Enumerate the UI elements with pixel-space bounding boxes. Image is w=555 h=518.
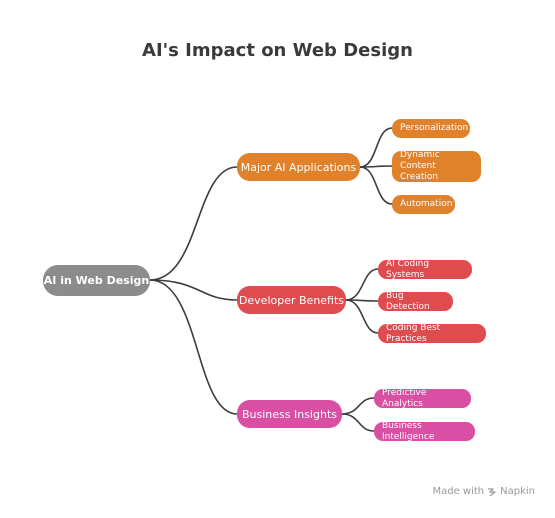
branch-business-insights: Business Insights (237, 400, 342, 428)
leaf-dynamic-content-creation: Dynamic Content Creation (392, 150, 481, 182)
link-business-predictive (341, 397, 375, 415)
link-root-applications (149, 166, 238, 281)
footer-brand: Napkin (500, 486, 535, 497)
leaf-coding-best-practices: Coding Best Practices (378, 323, 486, 344)
link-applications-personalization (359, 127, 393, 168)
link-root-developer (149, 279, 238, 301)
leaf-bug-detection: Bug Detection (378, 291, 453, 312)
link-developer-coding-systems (345, 268, 379, 301)
branch-major-ai-applications: Major AI Applications (237, 153, 360, 181)
leaf-personalization: Personalization (392, 119, 470, 138)
branch-developer-benefits: Developer Benefits (237, 286, 346, 314)
footer-prefix: Made with (432, 486, 485, 497)
leaf-predictive-analytics: Predictive Analytics (374, 388, 471, 409)
leaf-automation: Automation (392, 195, 455, 214)
link-business-intelligence (341, 413, 375, 432)
link-developer-best-practices (345, 299, 379, 334)
link-applications-automation (359, 166, 393, 205)
made-with-napkin[interactable]: Made with Napkin (432, 486, 535, 497)
root-node: AI in Web Design (43, 265, 150, 296)
leaf-business-intelligence: Business Intelligence (374, 421, 475, 442)
napkin-icon (488, 487, 496, 497)
link-root-business (149, 279, 238, 415)
leaf-ai-coding-systems: AI Coding Systems (378, 259, 472, 280)
diagram-title: AI's Impact on Web Design (142, 40, 413, 61)
